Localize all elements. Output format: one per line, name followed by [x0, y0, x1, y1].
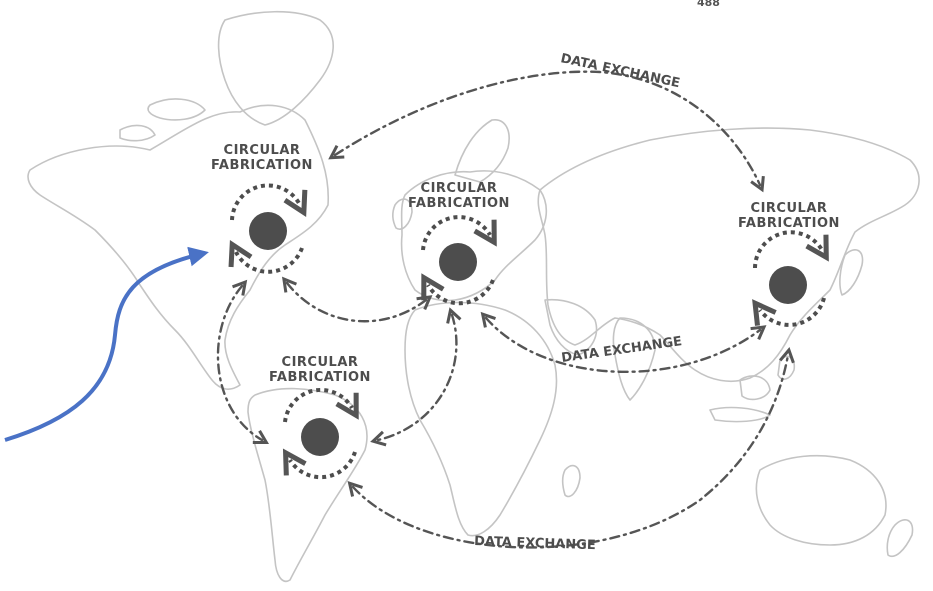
node-label-1: CIRCULAR FABRICATION [211, 143, 313, 173]
island-arctic [147, 98, 206, 121]
island-uk [392, 198, 413, 230]
connections [216, 70, 795, 549]
continent-greenland [217, 10, 334, 126]
node-ring-2-top [421, 215, 497, 251]
link-label-middle: DATA EXCHANGE [560, 334, 683, 366]
node-label-2-line1: CIRCULAR [420, 181, 498, 196]
continent-africa [404, 301, 558, 537]
node-label-4: CIRCULAR FABRICATION [269, 355, 371, 385]
link-labels: DATA EXCHANGE DATA EXCHANGE DATA EXCHANG… [474, 51, 683, 553]
island-arctic-2 [119, 124, 156, 142]
node-ring-1-bottom [228, 239, 304, 274]
node-ring-3-top [753, 230, 829, 269]
region-india [612, 317, 656, 401]
continent-australia [755, 454, 887, 546]
node-label-1-line1: CIRCULAR [223, 143, 301, 158]
node-ring-2-bottom [421, 273, 495, 306]
pointer-arrow [4, 246, 209, 442]
node-label-3-line2: FABRICATION [738, 216, 840, 231]
node-label-3: CIRCULAR FABRICATION [738, 201, 840, 231]
node-label-4-line1: CIRCULAR [281, 355, 359, 370]
node-dots [249, 212, 807, 456]
node-dot-1 [249, 212, 287, 250]
region-arabia [544, 298, 598, 356]
link-label-bottom: DATA EXCHANGE [474, 534, 596, 553]
link-node1-node4 [216, 279, 270, 445]
node-dot-4 [301, 418, 339, 456]
node-dot-2 [439, 243, 477, 281]
node-label-1-line2: FABRICATION [211, 158, 313, 173]
link-top-arc [328, 70, 765, 193]
link-node1-node2 [281, 276, 433, 323]
node-ring-3-bottom [752, 297, 826, 327]
continent-south-america [247, 387, 368, 582]
node-dot-3 [769, 266, 807, 304]
node-label-2-line2: FABRICATION [408, 196, 510, 211]
link-bottom-arc [347, 347, 795, 549]
node-label-3-line1: CIRCULAR [750, 201, 828, 216]
node-ring-4-top [283, 387, 359, 423]
corner-text: 488 [697, 0, 720, 9]
island-japan [839, 249, 864, 296]
link-node2-node4 [370, 307, 462, 447]
continent-north-america [27, 104, 330, 390]
island-new-zealand [886, 519, 914, 557]
node-label-4-line2: FABRICATION [269, 370, 371, 385]
islands-indonesia [709, 406, 771, 423]
node-label-2: CIRCULAR FABRICATION [408, 181, 510, 211]
node-ring-1-top [230, 183, 308, 221]
island-madagascar [561, 464, 581, 498]
